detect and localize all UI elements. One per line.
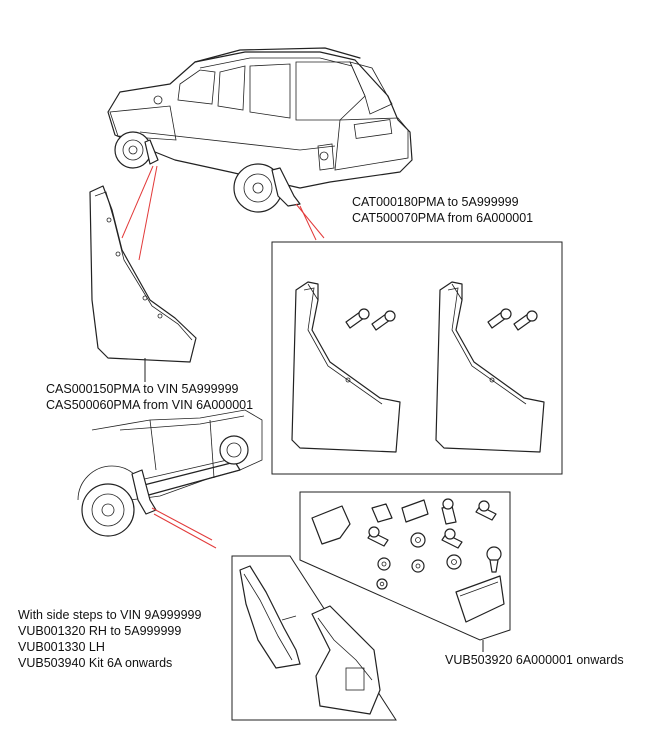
side-step-flap-label: With side steps to VIN 9A999999 VUB00132…: [18, 607, 201, 671]
front-mud-flap: [89, 185, 197, 382]
side-step-line-2: VUB001320 RH to 5A999999: [18, 624, 182, 638]
washer-icon: [411, 559, 425, 573]
bolt-icon: [475, 500, 497, 521]
fixing-kit-line-1: VUB503920 6A000001 onwards: [445, 653, 624, 667]
vehicle-side-view: [77, 409, 263, 537]
rear-flap-kit-line-2: CAT500070PMA from 6A000001: [352, 211, 534, 225]
front-flap-label: CAS000150PMA to VIN 5A999999 CAS500060PM…: [46, 381, 253, 413]
bolt-icon: [441, 528, 463, 549]
fixing-kit-box: [299, 491, 511, 652]
screw-icon: [371, 310, 396, 331]
side-step-line-4: VUB503940 Kit 6A onwards: [18, 656, 173, 670]
screw-icon: [345, 308, 370, 329]
side-step-flap-box: [231, 555, 397, 721]
bolt-icon: [367, 526, 389, 547]
washer-icon: [377, 557, 391, 571]
push-clip-icon: [486, 546, 502, 573]
rear-flap-kit-line-1: CAT000180PMA to 5A999999: [352, 195, 519, 209]
rear-flap-kit-box: [271, 241, 563, 475]
front-flap-line-2: CAS500060PMA from VIN 6A000001: [46, 398, 254, 412]
fixing-kit-label: VUB503920 6A000001 onwards: [445, 652, 624, 668]
rear-flap-kit-label: CAT000180PMA to 5A999999 CAT500070PMA fr…: [352, 194, 533, 226]
vehicle-rear-view: [107, 47, 413, 213]
leader-lines-side: [151, 507, 217, 549]
side-step-line-3: VUB001330 LH: [18, 640, 105, 654]
bolt-icon: [441, 498, 457, 525]
washer-icon: [376, 578, 388, 590]
front-flap-line-1: CAS000150PMA to VIN 5A999999: [46, 382, 239, 396]
leader-lines-vehicle: [121, 165, 325, 261]
side-step-line-1: With side steps to VIN 9A999999: [18, 608, 202, 622]
screw-icon: [487, 308, 512, 329]
screw-icon: [513, 310, 538, 331]
washer-icon: [410, 532, 426, 548]
washer-icon: [446, 554, 462, 570]
